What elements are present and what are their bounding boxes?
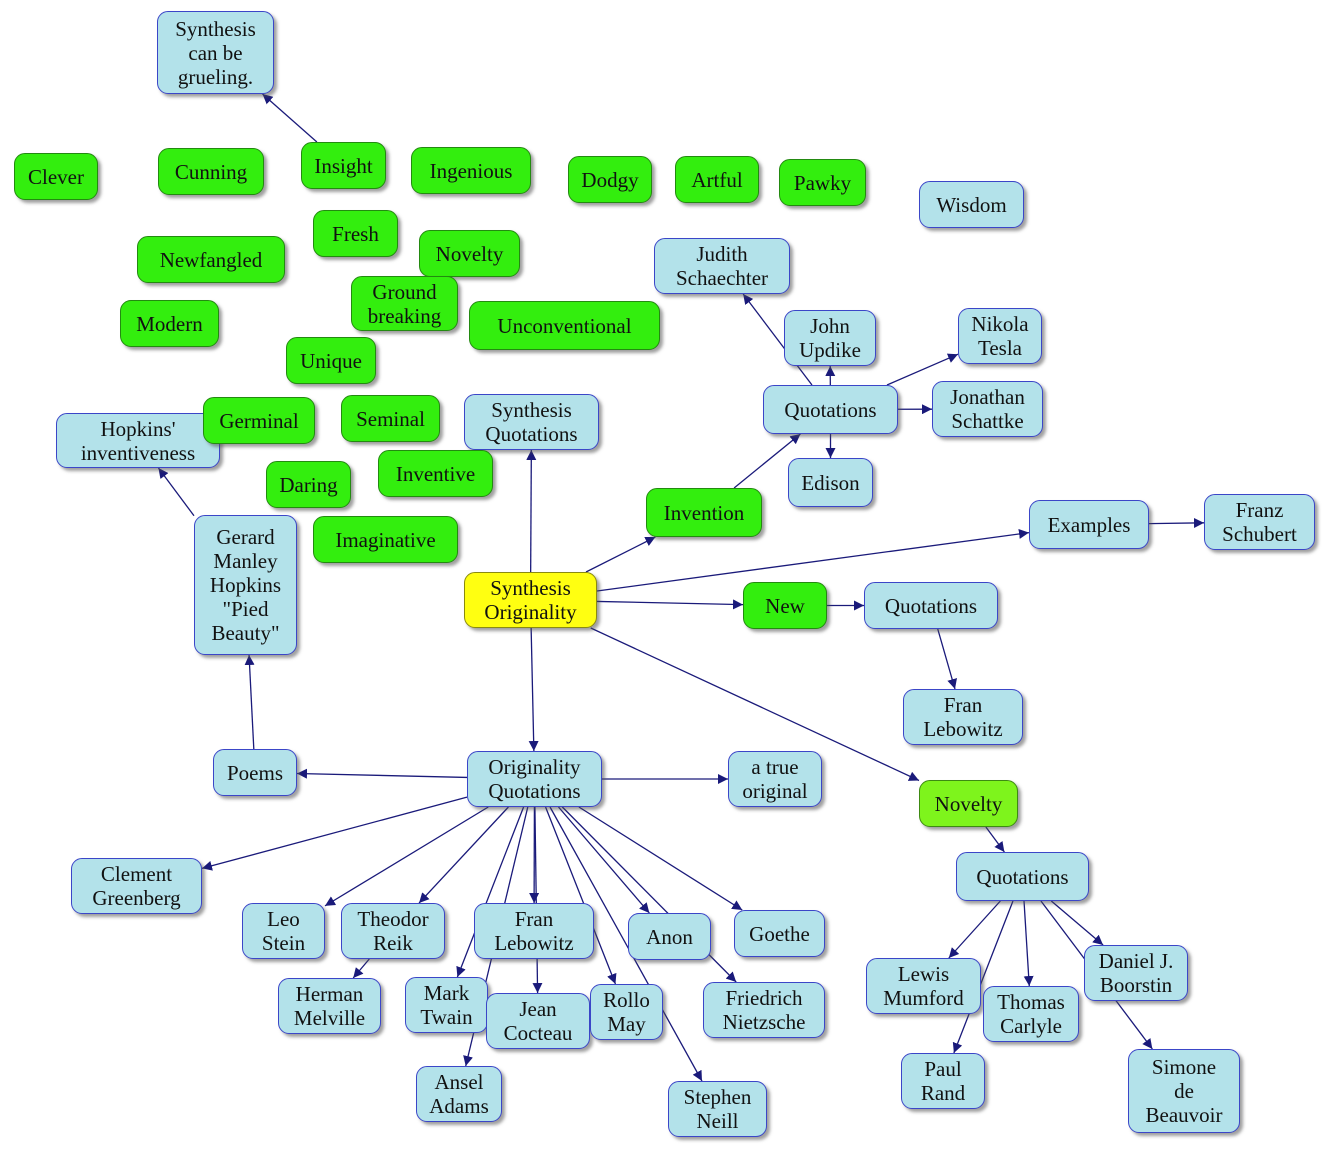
edge-orig_quot-to-goethe xyxy=(578,806,743,911)
node-anon[interactable]: Anon xyxy=(628,913,711,960)
edge-orig_quot-to-twain xyxy=(456,806,525,978)
node-fran-lebowitz-originality[interactable]: Fran Lebowitz xyxy=(474,903,594,959)
node-jean-cocteau[interactable]: Jean Cocteau xyxy=(486,993,590,1049)
node-jonathan-schattke[interactable]: Jonathan Schattke xyxy=(932,381,1043,437)
node-mark-twain[interactable]: Mark Twain xyxy=(405,977,488,1033)
edge-orig_quot-to-neill xyxy=(549,806,703,1082)
node-fresh[interactable]: Fresh xyxy=(313,210,398,257)
node-daniel-boorstin[interactable]: Daniel J. Boorstin xyxy=(1084,945,1188,1001)
edge-center-to-new xyxy=(596,599,744,610)
node-unique[interactable]: Unique xyxy=(286,337,376,384)
node-new[interactable]: New xyxy=(743,582,827,629)
node-nikola-tesla[interactable]: Nikola Tesla xyxy=(958,308,1042,364)
edge-quot_inv-to-tesla xyxy=(886,353,959,386)
node-synthesis-quotations[interactable]: Synthesis Quotations xyxy=(464,394,599,450)
node-germinal[interactable]: Germinal xyxy=(203,397,315,444)
edge-novelty_l-to-quot_nov xyxy=(985,826,1005,853)
edge-quot_nov-to-mumford xyxy=(948,900,1001,959)
edge-orig_quot-to-leo xyxy=(324,806,489,907)
edge-orig_quot-to-reik xyxy=(418,806,509,904)
node-pawky[interactable]: Pawky xyxy=(779,159,866,206)
edge-center-to-invention xyxy=(585,536,656,573)
node-novelty-green[interactable]: Novelty xyxy=(419,230,520,277)
node-quotations-novelty[interactable]: Quotations xyxy=(956,852,1089,901)
node-simone-de-beauvoir[interactable]: Simone de Beauvoir xyxy=(1128,1049,1240,1133)
node-unconventional[interactable]: Unconventional xyxy=(469,301,660,350)
node-franz-schubert[interactable]: Franz Schubert xyxy=(1204,494,1315,550)
node-insight[interactable]: Insight xyxy=(301,142,386,189)
node-cunning[interactable]: Cunning xyxy=(158,148,264,195)
node-rollo-may[interactable]: Rollo May xyxy=(590,984,663,1040)
node-clement-greenberg[interactable]: Clement Greenberg xyxy=(71,858,202,914)
node-clever[interactable]: Clever xyxy=(14,153,98,200)
node-ground-breaking[interactable]: Ground breaking xyxy=(351,276,458,331)
edge-invention-to-quot_inv xyxy=(733,433,801,489)
node-novelty-lime[interactable]: Novelty xyxy=(919,780,1018,827)
node-edison[interactable]: Edison xyxy=(788,458,873,507)
node-judith-schaechter[interactable]: Judith Schaechter xyxy=(654,238,790,294)
edge-center-to-examples xyxy=(596,528,1030,592)
node-artful[interactable]: Artful xyxy=(675,156,759,203)
node-dodgy[interactable]: Dodgy xyxy=(568,156,652,203)
node-modern[interactable]: Modern xyxy=(120,300,219,347)
edge-orig_quot-to-poems xyxy=(296,768,468,779)
edge-quot_nov-to-boorstin xyxy=(1050,900,1104,946)
node-john-updike[interactable]: John Updike xyxy=(784,310,876,366)
node-newfangled[interactable]: Newfangled xyxy=(137,236,285,283)
edge-quot_nov-to-rand xyxy=(952,900,1014,1054)
node-ansel-adams[interactable]: Ansel Adams xyxy=(416,1066,502,1122)
edge-examples-to-schubert xyxy=(1148,517,1205,528)
node-theodor-reik[interactable]: Theodor Reik xyxy=(341,903,445,959)
node-gerard-manley-hopkins[interactable]: Gerard Manley Hopkins "Pied Beauty" xyxy=(194,515,297,655)
node-a-true-original[interactable]: a true original xyxy=(728,751,822,807)
node-fran-lebowitz-new[interactable]: Fran Lebowitz xyxy=(903,689,1023,745)
node-seminal[interactable]: Seminal xyxy=(341,395,440,442)
edge-poems-to-gerard xyxy=(244,654,255,750)
edge-insight-to-grueling xyxy=(262,93,318,143)
node-hopkins-inventiveness[interactable]: Hopkins' inventiveness xyxy=(56,413,220,468)
node-quotations-invention[interactable]: Quotations xyxy=(763,385,898,434)
node-inventive[interactable]: Inventive xyxy=(378,450,493,497)
node-wisdom[interactable]: Wisdom xyxy=(919,181,1024,228)
edge-orig_quot-to-anon xyxy=(558,806,650,914)
node-invention[interactable]: Invention xyxy=(646,488,762,537)
node-ingenious[interactable]: Ingenious xyxy=(411,147,531,194)
node-thomas-carlyle[interactable]: Thomas Carlyle xyxy=(983,986,1079,1042)
node-friedrich-nietzsche[interactable]: Friedrich Nietzsche xyxy=(703,982,825,1038)
node-examples[interactable]: Examples xyxy=(1029,500,1149,549)
node-paul-rand[interactable]: Paul Rand xyxy=(901,1053,985,1109)
node-synthesis-grueling[interactable]: Synthesis can be grueling. xyxy=(157,11,274,94)
node-synthesis-originality[interactable]: Synthesis Originality xyxy=(464,572,597,628)
edge-orig_quot-to-may xyxy=(544,806,617,985)
node-lewis-mumford[interactable]: Lewis Mumford xyxy=(866,958,981,1014)
node-quotations-new[interactable]: Quotations xyxy=(864,582,998,629)
node-herman-melville[interactable]: Herman Melville xyxy=(278,978,381,1034)
edge-center-to-orig_quot xyxy=(528,627,539,752)
node-poems[interactable]: Poems xyxy=(213,749,297,796)
node-daring[interactable]: Daring xyxy=(266,461,351,508)
edge-center-to-synth_quot xyxy=(526,449,537,573)
edge-quot_inv-to-judith xyxy=(742,293,813,386)
edge-orig_quot-to-greenberg xyxy=(201,796,468,871)
node-imaginative[interactable]: Imaginative xyxy=(313,516,458,563)
edge-quot_nov-to-carlyle xyxy=(1023,900,1034,987)
node-stephen-neill[interactable]: Stephen Neill xyxy=(668,1081,767,1137)
node-goethe[interactable]: Goethe xyxy=(734,910,825,957)
edge-orig_quot-to-cocteau xyxy=(532,806,543,994)
edge-center-to-novelty_l xyxy=(590,627,920,782)
node-leo-stein[interactable]: Leo Stein xyxy=(242,903,325,959)
edge-reik-to-melville xyxy=(352,958,370,979)
node-originality-quotations[interactable]: Originality Quotations xyxy=(467,751,602,807)
edge-quot_new-to-fran1 xyxy=(937,628,958,690)
edge-gerard-to-hopkins_inv xyxy=(157,467,195,517)
